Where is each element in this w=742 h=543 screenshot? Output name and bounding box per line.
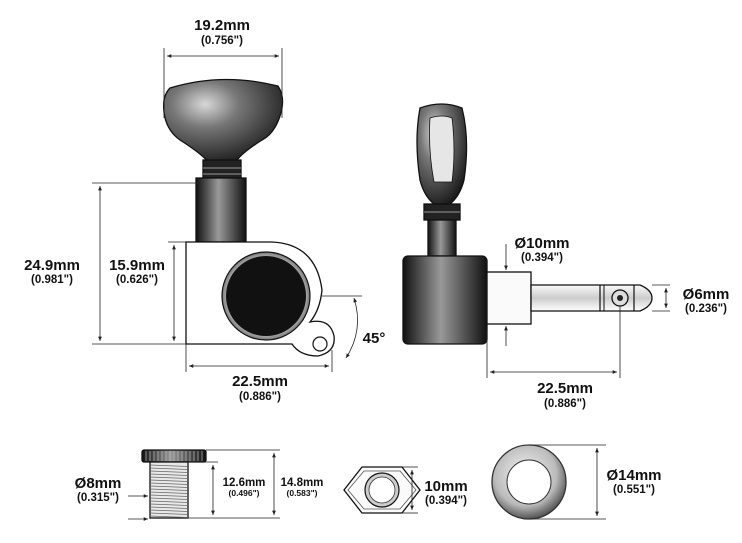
post-diameter-inch: (0.236") — [685, 303, 727, 315]
housing-height-mm: 15.9mm — [109, 257, 165, 274]
side-labels: Ø10mm (0.394") Ø6mm (0.236") 22.5mm (0.8… — [514, 235, 729, 410]
post-diameter-mm: Ø6mm — [683, 286, 730, 303]
washer-diameter-mm: Ø14mm — [606, 467, 661, 484]
hex-nut-inch: (0.394") — [425, 495, 467, 507]
washer-dimension-lines — [529, 444, 606, 520]
hex-nut-part — [343, 466, 421, 514]
bushing-dimension-lines — [128, 449, 280, 521]
total-height-mm: 24.9mm — [24, 257, 80, 274]
mount-screw-hole — [312, 336, 328, 352]
bushing-diameter-mm: Ø8mm — [75, 475, 122, 492]
front-dimension-lines — [92, 48, 362, 372]
button-width-mm: 19.2mm — [194, 17, 250, 34]
washer-part — [491, 444, 567, 520]
tuner-button — [162, 78, 284, 163]
hex-nut-dimension-lines — [402, 466, 418, 514]
side-housing — [402, 255, 488, 345]
housing-height-inch: (0.626") — [116, 274, 158, 286]
angle-label: 45° — [363, 330, 386, 347]
housing-diameter-inch: (0.394") — [521, 252, 563, 264]
total-height-inch: (0.981") — [31, 274, 73, 286]
tuner-shaft — [195, 177, 247, 243]
post-length-inch: (0.886") — [544, 398, 586, 410]
housing-length-inch: (0.886") — [239, 391, 281, 403]
button-width-inch: (0.756") — [201, 35, 243, 47]
housing-length-mm: 22.5mm — [232, 373, 288, 390]
bushing-total-inch: (0.583") — [287, 488, 318, 498]
washer-labels: Ø14mm (0.551") — [606, 467, 661, 496]
hex-nut-mm: 10mm — [424, 478, 467, 495]
front-view-tuner — [162, 78, 335, 357]
bushing-diameter-inch: (0.315") — [77, 492, 119, 504]
post-length-mm: 22.5mm — [537, 380, 593, 397]
side-view-tuner — [402, 103, 653, 345]
side-shaft — [427, 219, 457, 257]
washer-hole — [506, 459, 552, 505]
bushing-part — [141, 449, 207, 519]
bushing-total-mm: 14.8mm — [281, 477, 324, 489]
button-neck — [202, 159, 242, 179]
housing-diameter-mm: Ø10mm — [514, 235, 569, 252]
front-labels: 19.2mm (0.756") 24.9mm (0.981") 15.9mm (… — [24, 17, 385, 403]
side-dimension-lines — [486, 244, 670, 378]
bushing-labels: Ø8mm (0.315") 12.6mm (0.496") 14.8mm (0.… — [75, 475, 324, 504]
hex-nut-labels: 10mm (0.394") — [424, 478, 467, 507]
bushing-thread-mm: 12.6mm — [223, 477, 266, 489]
washer-diameter-inch: (0.551") — [613, 484, 655, 496]
post-collar — [486, 271, 532, 325]
housing-gear-center — [226, 256, 306, 336]
bushing-thread-inch: (0.496") — [229, 488, 260, 498]
